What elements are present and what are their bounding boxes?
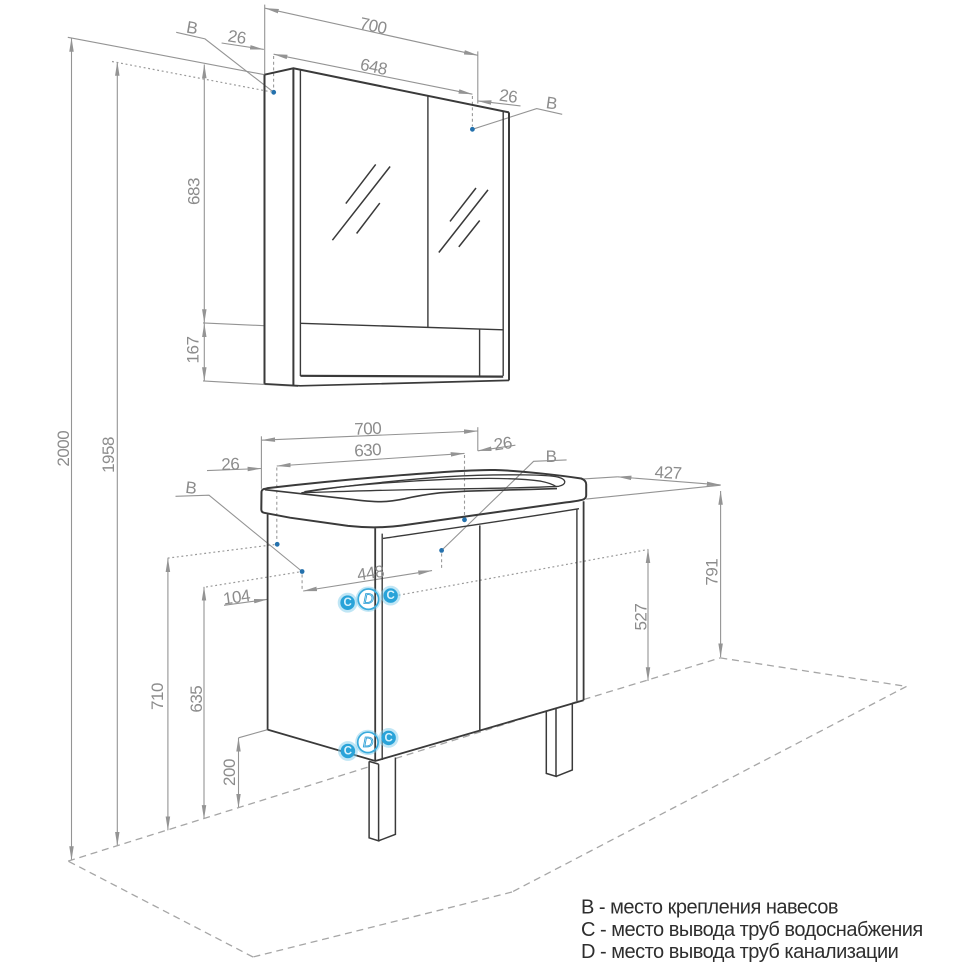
svg-text:B: B <box>546 447 557 466</box>
svg-text:C: C <box>344 745 352 757</box>
svg-text:C: C <box>343 597 351 609</box>
svg-text:104: 104 <box>222 586 251 609</box>
svg-text:527: 527 <box>631 604 650 631</box>
svg-text:630: 630 <box>354 440 382 461</box>
svg-text:700: 700 <box>354 419 382 439</box>
svg-text:791: 791 <box>702 559 721 586</box>
svg-text:26: 26 <box>227 26 248 48</box>
svg-text:2000: 2000 <box>54 431 73 467</box>
svg-text:26: 26 <box>498 86 518 107</box>
svg-text:C: C <box>386 590 394 602</box>
svg-text:427: 427 <box>654 463 682 483</box>
svg-text:B: B <box>184 478 197 498</box>
svg-text:D: D <box>363 592 373 608</box>
svg-text:В - место крепления навесов: В - место крепления навесов <box>581 897 838 919</box>
svg-text:С - место вывода труб водоснаб: С - место вывода труб водоснабжения <box>581 919 923 941</box>
svg-text:200: 200 <box>220 759 239 786</box>
svg-text:B: B <box>545 93 559 113</box>
svg-text:26: 26 <box>221 454 240 474</box>
svg-text:1958: 1958 <box>99 437 118 473</box>
svg-text:683: 683 <box>185 178 204 205</box>
svg-text:26: 26 <box>493 433 513 454</box>
svg-text:C: C <box>384 732 392 744</box>
svg-text:635: 635 <box>187 686 206 713</box>
svg-text:D: D <box>363 735 373 751</box>
svg-text:D - место вывода труб канализа: D - место вывода труб канализации <box>581 941 898 963</box>
svg-text:167: 167 <box>184 337 203 364</box>
svg-text:710: 710 <box>148 683 167 710</box>
svg-text:B: B <box>185 18 199 39</box>
svg-text:448: 448 <box>356 562 385 585</box>
svg-text:648: 648 <box>359 55 389 79</box>
